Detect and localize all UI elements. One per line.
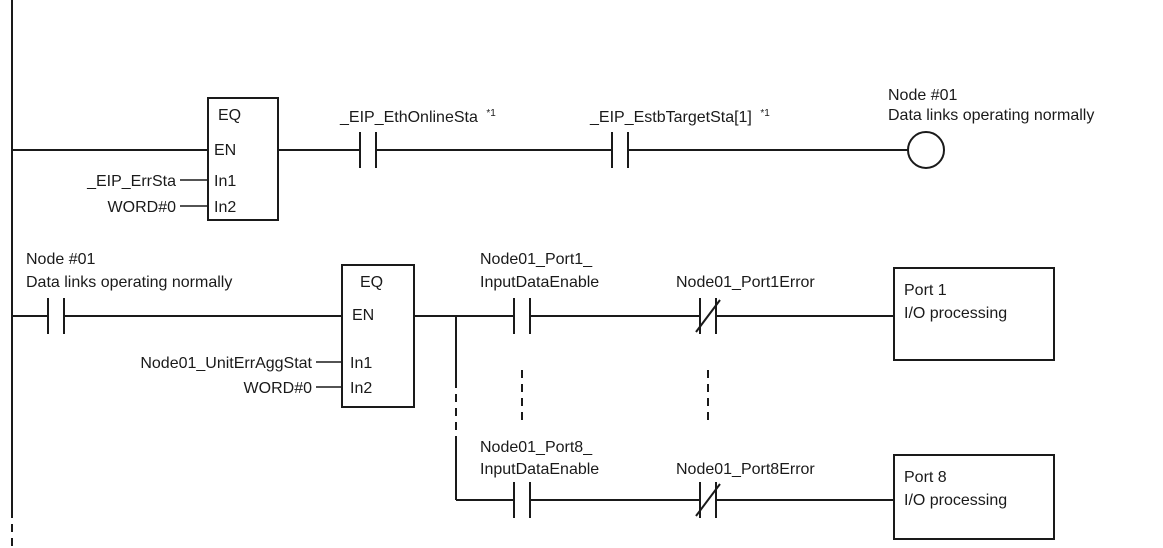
rung2-eq-block [341,264,415,408]
branch1-io-processing-box [893,267,1055,361]
branch8-contact-input-enable [513,482,531,518]
rung-1: EQ EN In1 In2 _EIP_ErrSta WORD#0 _EIP_Et… [12,87,1094,221]
rung2-eq-title: EQ [360,274,383,291]
rung1-eq-pin-in2: In2 [214,199,236,216]
rung1-coil-label-line2: Data links operating normally [888,107,1094,124]
rung2-branch-port8: Node01_Port8_ InputDataEnable Node01_Por… [456,439,1055,540]
rung1-in1-variable: _EIP_ErrSta [86,173,176,190]
rung2-in1-variable: Node01_UnitErrAggStat [140,355,312,372]
branch8-box-line2: I/O processing [904,492,1007,509]
rung1-contact2-note: *1 [760,108,770,119]
rung2-contact-label-line2: Data links operating normally [26,274,232,291]
branch1-contact-input-enable [513,298,531,334]
rung1-contact1-note: *1 [486,108,496,119]
rung1-eq-title: EQ [218,107,241,124]
rung2-contact-data-links [47,298,65,334]
branch1-enable-label-line2: InputDataEnable [480,274,599,291]
branch8-error-label: Node01_Port8Error [676,461,815,478]
rung2-branch-port1: Node01_Port1_ InputDataEnable Node01_Por… [456,251,1055,361]
rung2-in2-constant: WORD#0 [244,380,313,397]
rung1-in2-constant: WORD#0 [108,199,177,216]
branch8-enable-label-line1: Node01_Port8_ [480,439,593,456]
rung1-contact2-label: _EIP_EstbTargetSta[1] *1 [589,108,770,126]
branch8-io-processing-box [893,454,1055,540]
rung2-contact-label-line1: Node #01 [26,251,95,268]
branch1-enable-label-line1: Node01_Port1_ [480,251,593,268]
rung1-eq-pin-en: EN [214,142,236,159]
rung1-eq-block [207,97,279,221]
rung1-eq-pin-in1: In1 [214,173,236,190]
rung2-eq-pin-in2: In2 [350,380,372,397]
rung2-eq-pin-in1: In1 [350,355,372,372]
rung1-output-coil [907,131,945,169]
rung1-contact1-label: _EIP_EthOnlineSta *1 [339,108,496,126]
branch8-box-line1: Port 8 [904,469,947,486]
rung2-eq-pin-en: EN [352,307,374,324]
branch1-box-line1: Port 1 [904,282,947,299]
rung1-contact-estb-target [611,132,629,168]
branch1-box-line2: I/O processing [904,305,1007,322]
rung1-contact2-name: _EIP_EstbTargetSta[1] [589,109,752,126]
rung1-coil-label-line1: Node #01 [888,87,957,104]
rung1-contact1-name: _EIP_EthOnlineSta [339,109,478,126]
branch1-error-label: Node01_Port1Error [676,274,815,291]
rung1-contact-eth-online [359,132,377,168]
branch8-enable-label-line2: InputDataEnable [480,461,599,478]
rung-2: Node #01 Data links operating normally E… [12,251,1055,540]
